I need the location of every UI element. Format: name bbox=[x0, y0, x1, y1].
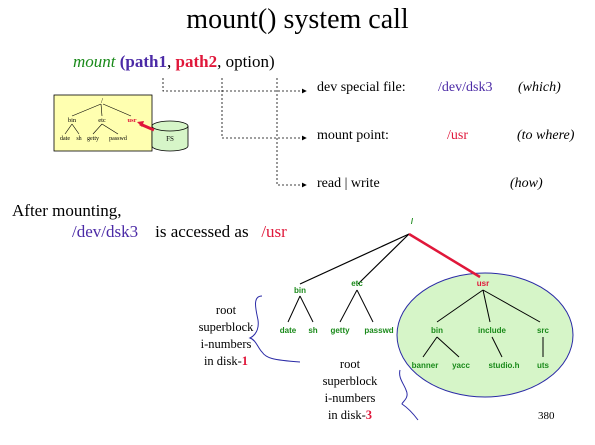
note1-line2: superblock bbox=[198, 320, 254, 334]
tree-usr: usr bbox=[477, 279, 489, 288]
tree-date: date bbox=[280, 326, 297, 335]
mini-passwd: passwd bbox=[109, 136, 127, 142]
brace-disk1 bbox=[248, 295, 301, 363]
after-path: /usr bbox=[261, 222, 287, 241]
accessed-as-line: /dev/dsk3 is accessed as /usr bbox=[72, 222, 287, 242]
note-disk1: root superblock i-numbers in disk-1 bbox=[196, 302, 256, 370]
note2-num: 3 bbox=[365, 408, 373, 422]
tree-uts: uts bbox=[537, 361, 550, 370]
mini-root: / bbox=[101, 97, 103, 105]
note-disk3: root superblock i-numbers in disk-3 bbox=[318, 356, 382, 424]
row-rw-label: read | write bbox=[317, 176, 380, 191]
after-middle: is accessed as bbox=[155, 222, 249, 241]
open-paren: ( bbox=[119, 52, 126, 71]
arg-rest: , option) bbox=[217, 52, 275, 71]
after-mounting-text: After mounting, bbox=[12, 201, 122, 220]
row-mount-label: mount point: bbox=[317, 128, 389, 143]
comma: , bbox=[167, 52, 172, 71]
row-rw-note: (how) bbox=[510, 176, 543, 191]
arg-path2: path2 bbox=[175, 52, 218, 71]
mini-sh: sh bbox=[76, 136, 81, 142]
disk-icon: FS bbox=[151, 120, 189, 152]
mini-tree-box bbox=[53, 94, 153, 152]
tree-getty: getty bbox=[330, 326, 350, 335]
mini-getty: getty bbox=[87, 136, 99, 142]
after-device: /dev/dsk3 bbox=[72, 222, 139, 241]
mini-bin: bin bbox=[68, 117, 77, 124]
brace-disk3 bbox=[399, 369, 419, 421]
mini-etc: etc bbox=[98, 117, 106, 124]
note1-line1: root bbox=[215, 303, 237, 317]
tree-bin: bin bbox=[294, 286, 306, 295]
mount-signature: mount (path1, path2, option) bbox=[73, 52, 275, 72]
row-mount-note: (to where) bbox=[517, 128, 575, 143]
mount-fn-name: mount bbox=[73, 52, 116, 71]
slide-title: mount() system call bbox=[186, 4, 409, 35]
connector-path1 bbox=[162, 78, 307, 94]
note1-line3: i-numbers bbox=[200, 337, 252, 351]
mini-usr: usr bbox=[127, 117, 136, 124]
tree-src: src bbox=[537, 326, 550, 335]
tree-yacc: yacc bbox=[452, 361, 470, 370]
note2-prefix: in disk- bbox=[327, 408, 366, 422]
mount-link bbox=[408, 232, 481, 279]
mounted-fs-ellipse bbox=[396, 272, 574, 398]
note1-line4: in disk-1 bbox=[196, 353, 256, 370]
page-number: 380 bbox=[538, 410, 555, 422]
arg-path1: path1 bbox=[125, 52, 167, 71]
tree-include: include bbox=[478, 326, 507, 335]
note2-line4: in disk-3 bbox=[318, 407, 382, 424]
note2-line1: root bbox=[339, 357, 361, 371]
tree-root: / bbox=[411, 217, 414, 226]
tree-sh: sh bbox=[308, 326, 317, 335]
tree-passwd: passwd bbox=[364, 326, 393, 335]
note2-line2: superblock bbox=[322, 374, 378, 388]
row-dev-note: (which) bbox=[518, 80, 561, 95]
row-dev-value: /dev/dsk3 bbox=[438, 80, 493, 95]
tree-usr-bin: bin bbox=[431, 326, 443, 335]
tree-banner: banner bbox=[412, 361, 439, 370]
connector-path2 bbox=[221, 78, 307, 141]
note1-prefix: in disk- bbox=[203, 354, 242, 368]
row-dev-label: dev special file: bbox=[317, 80, 406, 95]
note2-line3: i-numbers bbox=[324, 391, 376, 405]
tree-studio: studio.h bbox=[488, 361, 519, 370]
note1-num: 1 bbox=[241, 354, 249, 368]
disk-label: FS bbox=[166, 135, 174, 143]
row-mount-value: /usr bbox=[447, 128, 468, 143]
tree-etc: etc bbox=[351, 279, 363, 288]
mini-date: date bbox=[60, 136, 70, 142]
